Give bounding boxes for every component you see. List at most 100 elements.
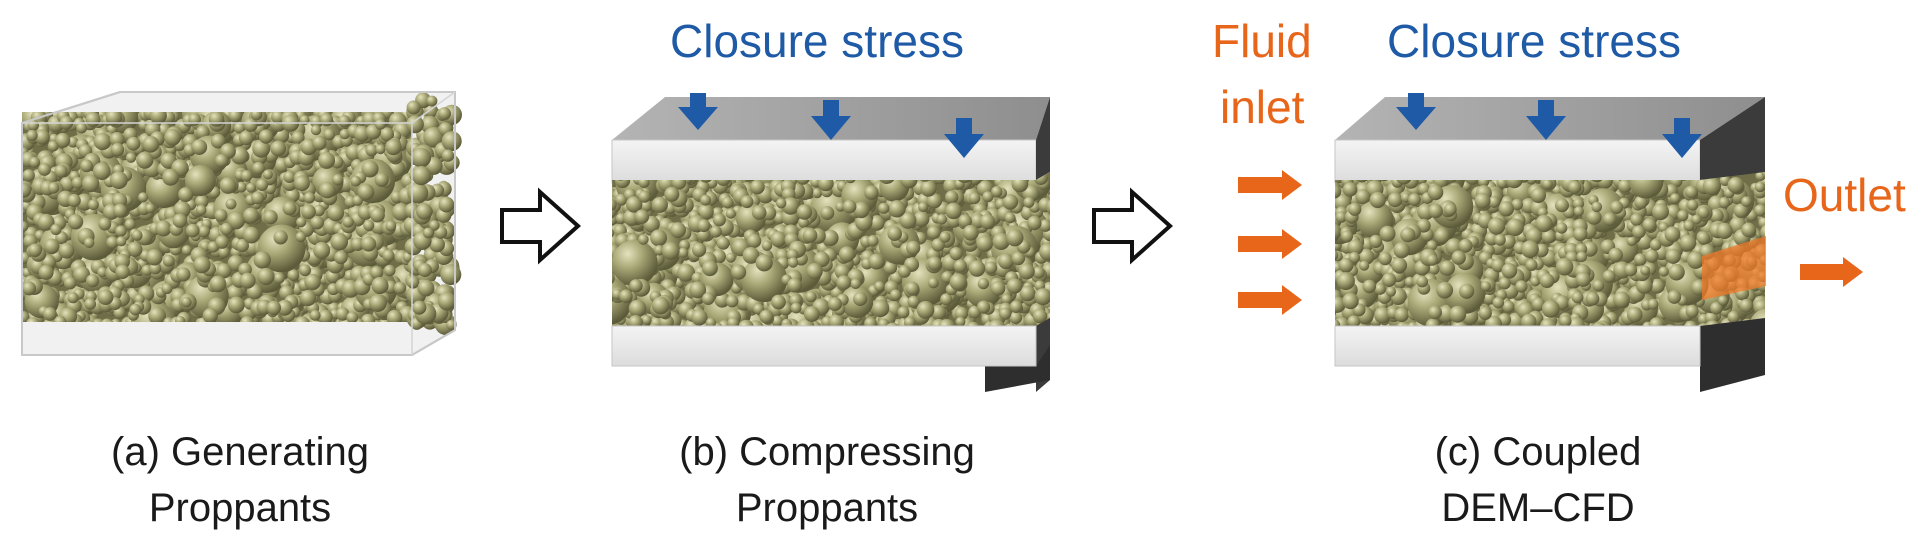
proppant-sphere: [998, 253, 1014, 270]
proppant-sphere: [238, 130, 254, 146]
proppant-sphere: [97, 289, 114, 306]
proppant-sphere: [850, 278, 861, 290]
proppant-sphere: [721, 196, 734, 209]
proppant-sphere: [1018, 263, 1035, 280]
proppant-sphere: [612, 288, 614, 305]
proppant-sphere: [219, 177, 237, 194]
proppant-sphere: [1632, 225, 1646, 239]
proppant-sphere: [416, 203, 433, 220]
proppant-sphere: [612, 227, 615, 239]
proppant-sphere: [1754, 204, 1765, 217]
proppant-sphere: [790, 302, 802, 314]
proppant-sphere: [323, 128, 336, 141]
proppant-sphere: [650, 229, 668, 247]
proppant-sphere: [926, 193, 943, 209]
proppant-sphere: [309, 310, 321, 321]
proppant-sphere: [255, 178, 269, 191]
proppant-sphere: [1335, 319, 1341, 326]
proppant-sphere: [393, 281, 407, 295]
proppant-sphere: [1369, 191, 1386, 209]
proppant-sphere: [149, 262, 162, 275]
proppant-sphere: [625, 196, 643, 213]
proppant-sphere: [1416, 275, 1428, 288]
proppant-sphere: [958, 214, 972, 228]
proppant-sphere: [411, 147, 432, 168]
proppant-sphere: [1685, 304, 1699, 318]
proppant-sphere: [252, 161, 265, 175]
proppant-sphere: [1573, 227, 1588, 242]
proppant-sphere: [1426, 254, 1439, 266]
proppant-sphere: [615, 193, 628, 206]
proppant-sphere: [382, 249, 395, 262]
proppant-sphere: [1739, 298, 1754, 313]
proppant-sphere: [1634, 195, 1648, 209]
proppant-sphere: [1342, 292, 1359, 310]
proppant-sphere: [76, 122, 87, 134]
proppant-sphere: [1618, 179, 1632, 193]
proppant-sphere: [889, 289, 902, 301]
proppant-sphere: [771, 294, 786, 310]
proppant-sphere: [1642, 218, 1657, 232]
proppant-sphere: [71, 176, 84, 189]
proppant-sphere: [1048, 212, 1050, 228]
proppant-sphere: [263, 209, 278, 225]
proppant-sphere: [429, 220, 440, 231]
proppant-sphere: [47, 140, 59, 152]
proppant-sphere: [1439, 260, 1456, 276]
proppant-sphere: [1340, 230, 1354, 243]
proppant-sphere: [361, 160, 379, 178]
proppant-sphere: [188, 113, 201, 126]
proppant-sphere: [243, 207, 259, 224]
proppant-sphere: [216, 263, 232, 279]
proppant-sphere: [1709, 208, 1724, 223]
proppant-sphere: [955, 316, 966, 326]
proppant-sphere: [1668, 263, 1685, 281]
proppant-sphere: [98, 217, 112, 231]
proppant-sphere: [1034, 288, 1050, 306]
proppant-sphere: [63, 276, 77, 290]
proppant-sphere: [1640, 265, 1651, 276]
proppant-sphere: [984, 261, 998, 275]
proppant-sphere: [38, 163, 51, 176]
proppant-sphere: [878, 202, 890, 214]
proppant-sphere: [240, 316, 255, 322]
proppant-sphere: [1525, 227, 1543, 245]
proppant-sphere: [899, 212, 917, 229]
proppant-sphere: [1379, 225, 1396, 242]
proppant-sphere: [22, 169, 35, 182]
proppant-sphere: [1443, 203, 1457, 216]
proppant-sphere: [977, 300, 991, 314]
proppant-sphere: [864, 185, 879, 200]
proppant-sphere: [198, 225, 210, 238]
proppant-sphere: [638, 234, 649, 245]
proppant-sphere: [940, 293, 953, 306]
proppant-sphere: [407, 182, 429, 204]
proppant-sphere: [266, 300, 281, 316]
proppant-sphere: [991, 186, 1003, 198]
proppant-sphere: [195, 204, 207, 216]
proppant-sphere: [1051, 214, 1068, 231]
proppant-sphere: [992, 232, 1010, 250]
proppant-sphere: [798, 216, 809, 228]
proppant-sphere: [677, 263, 696, 282]
proppant-sphere: [146, 249, 163, 266]
proppant-sphere: [42, 307, 57, 321]
proppant-sphere: [220, 222, 233, 236]
proppant-sphere: [1428, 305, 1442, 320]
proppant-sphere: [612, 283, 614, 299]
proppant-sphere: [954, 306, 969, 321]
proppant-sphere: [1649, 278, 1665, 294]
proppant-sphere: [1716, 222, 1733, 239]
proppant-sphere: [1391, 257, 1408, 274]
proppant-sphere: [88, 199, 99, 211]
proppant-pack-a: [22, 112, 412, 322]
proppant-sphere: [97, 267, 108, 278]
proppant-sphere: [22, 281, 37, 296]
proppant-sphere: [1718, 196, 1731, 209]
proppant-sphere: [1487, 217, 1506, 235]
proppant-sphere: [438, 107, 451, 121]
proppant-sphere: [1758, 216, 1765, 229]
proppant-sphere: [1556, 222, 1568, 234]
fluid-inlet-label-line1: Fluid: [1212, 15, 1312, 67]
proppant-sphere: [755, 254, 773, 272]
